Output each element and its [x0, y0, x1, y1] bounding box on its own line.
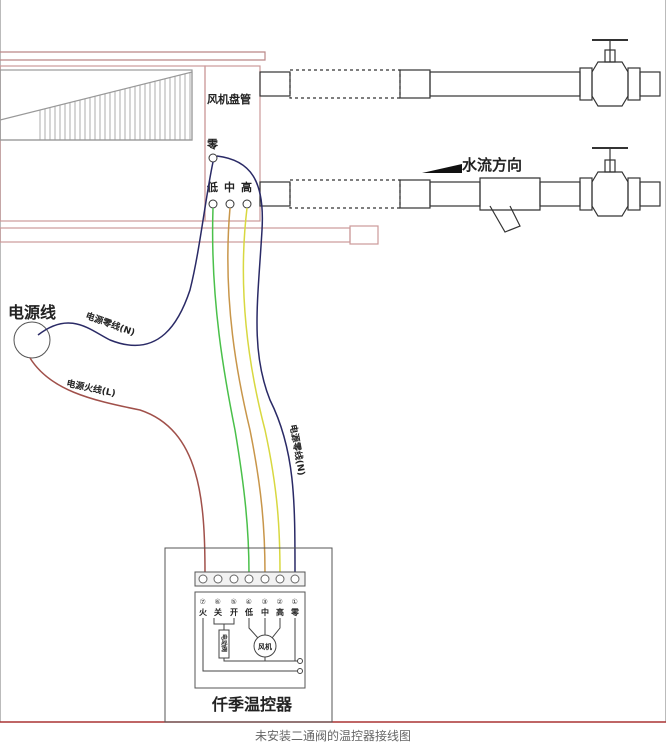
figure-caption: 未安装二通阀的温控器接线图 [254, 729, 411, 743]
terminal-number: ⑥ [215, 598, 221, 606]
wiring-diagram: 风机盘管 零 低 中 高 水流方向 电源线 [0, 0, 666, 723]
terminal-number: ⑦ [200, 598, 206, 606]
power-source-circle [13, 321, 51, 359]
terminal-label: 火 [199, 608, 208, 617]
terminal-number: ① [292, 598, 298, 606]
terminal-screw [275, 574, 285, 584]
terminal-label: 开 [230, 608, 238, 617]
neutral-wire-label: 电源零线(N) [84, 310, 137, 339]
controller-title: 仟季温控器 [211, 695, 293, 714]
terminal-label: 零 [290, 607, 300, 617]
terminal-label: 关 [214, 607, 222, 617]
fan-label: 风机 [258, 642, 272, 651]
terminal-number: ⑤ [231, 598, 237, 606]
terminal-number: ④ [246, 598, 252, 606]
coil-fins [39, 72, 191, 140]
terminal-low [208, 199, 218, 209]
terminal-mid-label: 中 [224, 180, 235, 194]
terminal-screw [198, 574, 208, 584]
terminal-high-label: 高 [241, 180, 252, 194]
flow-arrow-icon [422, 164, 462, 173]
lower-pipe [259, 147, 661, 233]
terminal-number: ② [277, 598, 283, 606]
flow-direction-label: 水流方向 [462, 156, 522, 174]
terminal-screw [290, 574, 300, 584]
mid-speed-wire [227, 207, 266, 575]
terminal-label: 高 [276, 607, 284, 617]
terminal-mid [225, 199, 235, 209]
terminal-screw [244, 574, 254, 584]
low-speed-wire [211, 207, 250, 575]
upper-pipe [259, 39, 661, 107]
terminal-screw [213, 574, 223, 584]
terminal-neutral-label: 零 [206, 138, 219, 151]
live-wire-label: 电源火线(L) [65, 377, 116, 399]
terminal-number: ③ [262, 598, 268, 606]
terminal-neutral [208, 153, 218, 163]
fan-coil-unit [0, 51, 379, 245]
valve-label: 电动阀 [220, 634, 228, 652]
terminal-screw [260, 574, 270, 584]
neutral-wire-in [37, 161, 214, 347]
terminal-high [242, 199, 252, 209]
terminal-label: 中 [261, 607, 269, 617]
fan-coil-label: 风机盘管 [207, 92, 251, 106]
high-speed-wire [242, 207, 281, 575]
power-label: 电源线 [8, 303, 56, 322]
live-wire [29, 357, 206, 575]
terminal-screw [229, 574, 239, 584]
terminal-label: 低 [244, 607, 253, 617]
neutral-wire-out [216, 155, 296, 575]
